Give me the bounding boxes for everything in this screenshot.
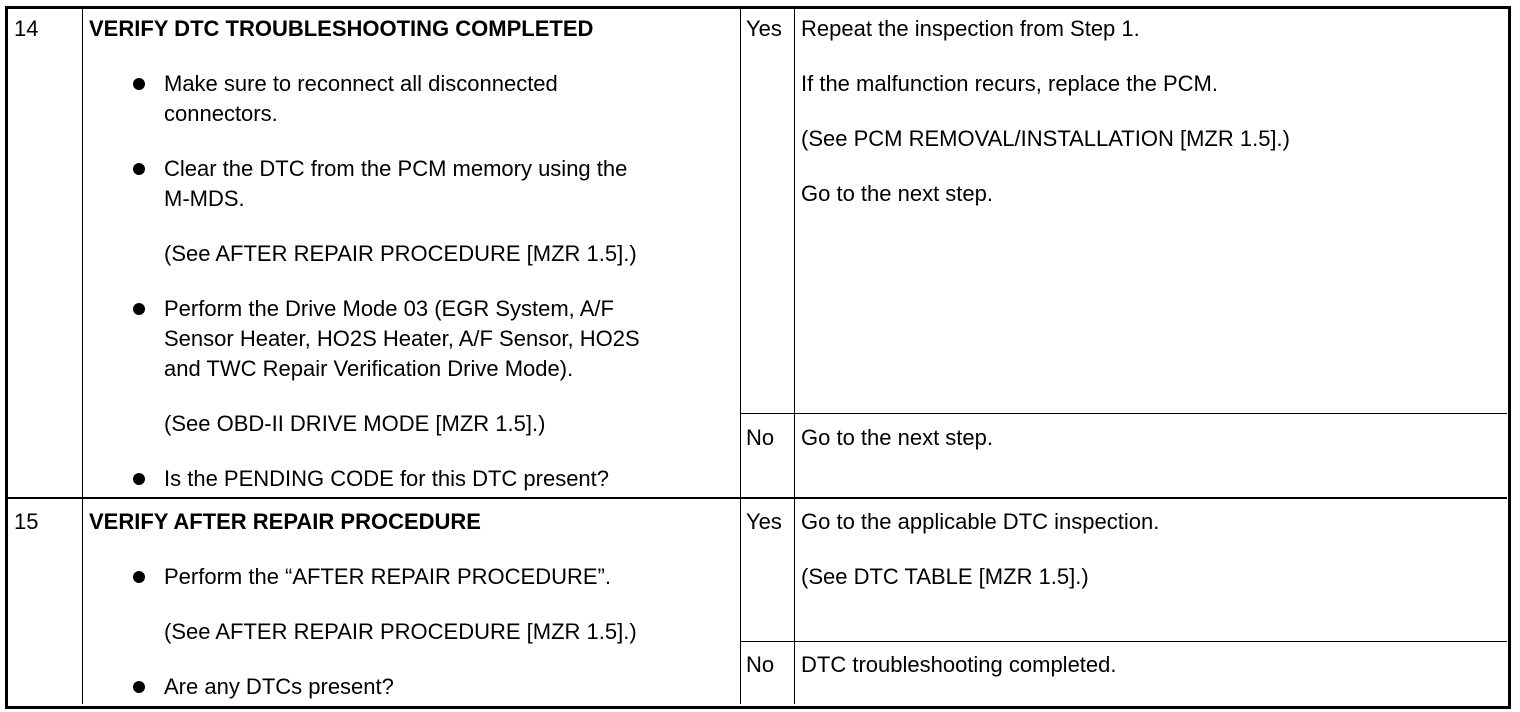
col-divider-step [82, 8, 83, 704]
bullet-text: Perform the “AFTER REPAIR PROCEDURE”. [164, 564, 611, 589]
step-title: VERIFY DTC TROUBLESHOOTING COMPLETED [89, 16, 594, 41]
bullet-text: Clear the DTC from the PCM memory using … [164, 156, 628, 181]
yes-label: Yes [746, 16, 782, 41]
step-number: 14 [14, 16, 39, 41]
bullet-icon [133, 163, 145, 175]
bullet-icon [133, 303, 145, 315]
bullet-text: Perform the Drive Mode 03 (EGR System, A… [164, 296, 614, 321]
bullet-text: Is the PENDING CODE for this DTC present… [164, 466, 610, 491]
reference-text: (See OBD-II DRIVE MODE [MZR 1.5].) [164, 411, 546, 436]
bullet-icon [133, 571, 145, 583]
col-divider-result [794, 8, 795, 704]
yes-result-line: Go to the next step. [801, 181, 994, 206]
bullet-icon [133, 681, 145, 693]
yes-no-divider-14 [740, 413, 1507, 414]
no-label: No [746, 652, 775, 677]
bullet-icon [133, 78, 145, 90]
step-title: VERIFY AFTER REPAIR PROCEDURE [89, 509, 481, 534]
no-result-line: DTC troubleshooting completed. [801, 652, 1117, 677]
yes-result-line: If the malfunction recurs, replace the P… [801, 71, 1218, 96]
step-number: 15 [14, 509, 39, 534]
table-border [5, 6, 1511, 709]
bullet-icon [133, 473, 145, 485]
no-label: No [746, 425, 775, 450]
bullet-text: Make sure to reconnect all disconnected [164, 71, 558, 96]
bullet-text: Are any DTCs present? [164, 674, 394, 699]
reference-text: (See AFTER REPAIR PROCEDURE [MZR 1.5].) [164, 241, 637, 266]
bullet-text: M-MDS. [164, 186, 245, 211]
bullet-text: and TWC Repair Verification Drive Mode). [164, 356, 574, 381]
yes-result-line: (See DTC TABLE [MZR 1.5].) [801, 564, 1089, 589]
yes-result-line: Repeat the inspection from Step 1. [801, 16, 1140, 41]
no-result-line: Go to the next step. [801, 425, 994, 450]
yes-no-divider-15 [740, 641, 1507, 642]
bullet-text: connectors. [164, 101, 278, 126]
row-divider-14-15 [8, 497, 1507, 499]
yes-result-line: (See PCM REMOVAL/INSTALLATION [MZR 1.5].… [801, 126, 1290, 151]
reference-text: (See AFTER REPAIR PROCEDURE [MZR 1.5].) [164, 619, 637, 644]
yes-label: Yes [746, 509, 782, 534]
yes-result-line: Go to the applicable DTC inspection. [801, 509, 1160, 534]
col-divider-answer [740, 8, 741, 704]
bullet-text: Sensor Heater, HO2S Heater, A/F Sensor, … [164, 326, 640, 351]
